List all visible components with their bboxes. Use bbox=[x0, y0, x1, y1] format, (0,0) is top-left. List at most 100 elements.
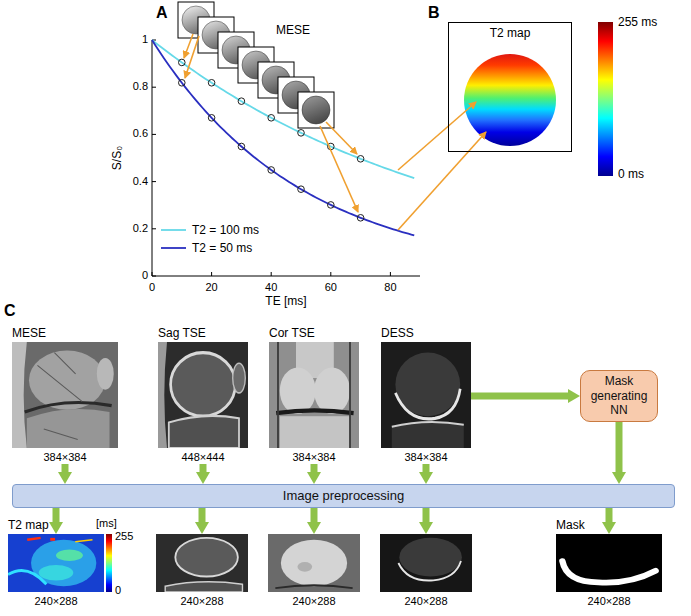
output-image: Mask240×288 bbox=[556, 534, 662, 608]
orange-arrows bbox=[398, 132, 486, 230]
mri-image bbox=[169, 416, 239, 448]
box-label: Mask generating NN bbox=[585, 374, 653, 417]
image-heading: Cor TSE bbox=[269, 326, 315, 340]
flow-arrow bbox=[200, 464, 207, 472]
data-point bbox=[298, 130, 305, 137]
dimension-label: 240×288 bbox=[156, 594, 248, 608]
flow-arrow bbox=[423, 508, 430, 522]
data-point bbox=[179, 59, 186, 66]
image-heading: Mask bbox=[556, 518, 585, 532]
axis-tick bbox=[271, 272, 272, 276]
data-point bbox=[328, 202, 335, 209]
flow-arrow bbox=[311, 508, 318, 522]
mri-image bbox=[275, 585, 352, 588]
t2-map-image bbox=[39, 565, 74, 580]
panel-letter: B bbox=[428, 4, 440, 22]
mri-image bbox=[381, 342, 471, 448]
mri-image bbox=[233, 363, 246, 393]
decay-plot bbox=[152, 40, 420, 276]
mri-image bbox=[269, 342, 359, 448]
dimension-label: 240×288 bbox=[380, 594, 472, 608]
image-heading: DESS bbox=[381, 326, 414, 340]
connector-layer bbox=[56, 396, 619, 522]
tick-label: 20 bbox=[205, 281, 217, 294]
data-point bbox=[208, 79, 215, 86]
mri-image bbox=[297, 562, 312, 572]
data-point bbox=[268, 115, 275, 122]
data-point bbox=[238, 98, 245, 105]
dimension-label: 384×384 bbox=[12, 450, 118, 464]
dimension-label: 240×288 bbox=[268, 594, 360, 608]
mri-image bbox=[395, 389, 460, 419]
t2-map-circle bbox=[464, 54, 556, 146]
input-image: MESE384×384 bbox=[12, 342, 118, 464]
input-image: Cor TSE384×384 bbox=[269, 342, 359, 464]
flow-arrow bbox=[471, 393, 568, 400]
mri-image bbox=[392, 422, 464, 448]
mri-image bbox=[280, 416, 350, 448]
colorbar-label: 0 ms bbox=[618, 168, 644, 182]
mri-image bbox=[171, 353, 236, 417]
plot-axes bbox=[152, 40, 420, 276]
legend-line bbox=[161, 229, 186, 231]
axis-tick bbox=[152, 272, 153, 276]
mri-image bbox=[381, 342, 471, 448]
dimension-label: 240×288 bbox=[556, 594, 662, 608]
mese-thumbnails bbox=[302, 96, 330, 124]
flow-arrow bbox=[311, 464, 318, 472]
colorbar-label: 255 bbox=[115, 530, 133, 543]
mri-image bbox=[399, 538, 462, 577]
panel-letter: C bbox=[4, 302, 16, 320]
mri-image bbox=[156, 534, 248, 592]
input-image: Sag TSE448×444 bbox=[158, 342, 248, 464]
orange-arrows bbox=[185, 36, 199, 78]
mri-image bbox=[27, 409, 110, 448]
legend-sample bbox=[160, 224, 188, 236]
mri-image bbox=[268, 534, 360, 592]
mri-image bbox=[165, 582, 242, 592]
mask-image bbox=[556, 534, 662, 592]
tick-label: 40 bbox=[265, 281, 277, 294]
data-point bbox=[357, 156, 364, 163]
legend-text: T2 = 50 ms bbox=[192, 241, 252, 255]
legend-entry: T2 = 100 ms bbox=[160, 223, 259, 237]
data-point bbox=[268, 167, 275, 174]
colorbar bbox=[106, 534, 112, 592]
colorbar-label: 0 bbox=[115, 584, 121, 597]
mask-image bbox=[562, 561, 655, 583]
tick-label: 60 bbox=[325, 281, 337, 294]
mri-image bbox=[12, 342, 27, 448]
tick-label: 80 bbox=[384, 281, 396, 294]
tick-label: 0.6 bbox=[133, 127, 148, 140]
tick-label: 0.2 bbox=[133, 222, 148, 235]
axis-title: S/S₀ bbox=[111, 146, 125, 170]
dimension-label: 384×384 bbox=[269, 450, 359, 464]
mri-image bbox=[280, 367, 316, 414]
mask-image bbox=[556, 534, 662, 592]
mri-image bbox=[314, 367, 350, 414]
output-image: 240×288 bbox=[380, 534, 472, 608]
output-image: T2 map240×288 bbox=[8, 534, 104, 608]
mri-image bbox=[392, 422, 464, 427]
legend-line bbox=[161, 247, 186, 249]
dimension-label: 384×384 bbox=[381, 450, 471, 464]
sequence-label: MESE bbox=[276, 24, 310, 38]
mri-image bbox=[12, 342, 118, 448]
t2-map-image bbox=[56, 549, 83, 561]
t2-map-image bbox=[50, 538, 55, 541]
colorbar bbox=[598, 22, 613, 176]
mri-image bbox=[276, 410, 353, 413]
axis-tick bbox=[152, 276, 156, 277]
flow-arrow bbox=[616, 422, 623, 472]
axis-title: TE [ms] bbox=[265, 295, 306, 309]
dimension-label: 240×288 bbox=[8, 594, 104, 608]
data-point bbox=[357, 215, 364, 222]
axis-tick bbox=[152, 228, 156, 229]
mri-image bbox=[281, 540, 347, 586]
mri-image bbox=[269, 342, 359, 448]
mri-image bbox=[158, 342, 248, 448]
axis-tick bbox=[390, 272, 391, 276]
mri-image bbox=[29, 350, 105, 409]
flow-arrow bbox=[199, 508, 206, 522]
